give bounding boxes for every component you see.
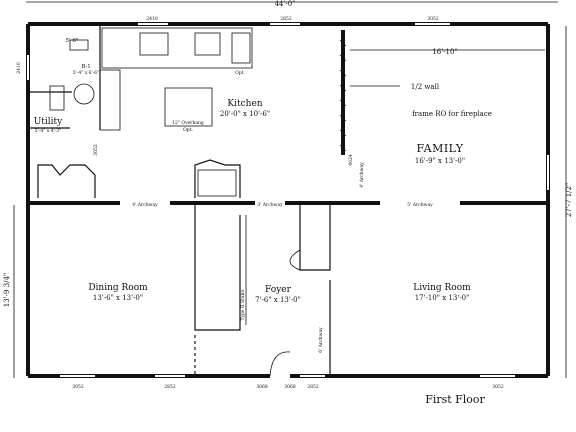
family-dims: 16'-9" x 13'-0" [415,157,465,165]
closet-door-icon [289,249,301,271]
kitchen-dims: 20'-0" x 10'-6" [220,110,270,118]
window-label-bot2: 2852 [164,384,176,390]
foyer-name: Foyer [265,285,292,295]
top-dimension-label: 44'-0" [275,0,296,8]
foyer-archway: 3' Archway [257,202,283,208]
window-label-top3: 3052 [427,16,439,22]
lower-rooms: Dining Room 13'-6" x 13'-0" Foyer 7'-6" … [88,283,471,304]
overhang-note: 12" Overhang [172,120,204,126]
fireplace-note: frame RO for fireplace [412,110,492,118]
fridge-icon [231,32,251,64]
window-label-top1: 2410 [146,16,158,22]
dining-dims: 13'-6" x 13'-0" [93,294,143,302]
toilet-icon [69,39,89,51]
right-dimension: 27'-7 1/2" [565,26,573,378]
front-door-icon [269,351,291,377]
fridge-opt-note: Opt. [235,70,245,76]
island-opt-note: Opt. [183,127,193,133]
window-label-top2: 2852 [280,16,292,22]
living-archway: 5' Archway [407,202,433,208]
left-dimension: 13'-9 3/4" [3,205,15,378]
right-dimension-label: 27'-7 1/2" [565,183,573,217]
window-label-bot5: 2852 [307,384,319,390]
tub-icon [49,85,65,111]
kitchen-area: 12" Overhang Opt. Opt. Kitchen 20'-0" x … [99,27,270,133]
family-width-label: 16'-10" [432,48,457,56]
bath-size: 5'-4" x 6'-6" [73,70,100,76]
window-label-mid1: 3052 [93,144,99,156]
family-name: FAMILY [416,142,463,155]
utility-name: Utility [34,117,63,127]
kitchen-name: Kitchen [227,99,262,109]
foyer-dims: 7'-6" x 13'-0" [255,296,301,304]
stairs-note: Type II Stairs [240,289,246,321]
exterior-walls [26,22,550,378]
family-archway: 4' Archway [359,162,365,188]
bath-label: B-1 [81,64,91,70]
range-icon [194,32,221,56]
living-name: Living Room [413,283,471,293]
washer-icon [73,83,95,105]
window-labels: 2410 2852 3052 2410 3052 2852 3068 3068 … [16,16,504,390]
bath-utility-area: 5'-6" B-1 5'-4" x 6'-6" Utility 5'-4" x … [28,26,101,134]
center-wall: 4' Archway 3' Archway 5' Archway [28,201,548,208]
bath-width: 5'-6" [66,38,79,44]
half-wall-note: 1/2 wall [411,83,440,91]
window-label-bot3: 3068 [256,384,268,390]
family-area: 16'-10" 1/2 wall frame RO for fireplace … [339,30,545,188]
dining-archway: 4' Archway [132,202,158,208]
utility-dims: 5'-4" x 4'-3" [35,128,62,134]
living-dims: 17'-10" x 13'-0" [415,294,470,302]
left-dimension-label: 13'-9 3/4" [3,273,11,307]
window-label-left1: 2410 [16,62,22,74]
foyer-structure: Type II Stairs 6' Archway [37,159,331,377]
plan-title: First Floor [425,393,485,406]
top-dimension: 44'-0" [26,0,558,8]
sink-icon [139,32,169,56]
window-label-bot4: 3068 [284,384,296,390]
pantry-counter [99,69,121,131]
living-vertical-archway: 6' Archway [318,327,324,353]
window-label-bot6: 3052 [492,384,504,390]
window-label-mid2: 4024 [348,154,354,166]
window-label-bot1: 3052 [72,384,84,390]
kitchen-island [164,87,213,127]
dining-name: Dining Room [88,283,148,293]
